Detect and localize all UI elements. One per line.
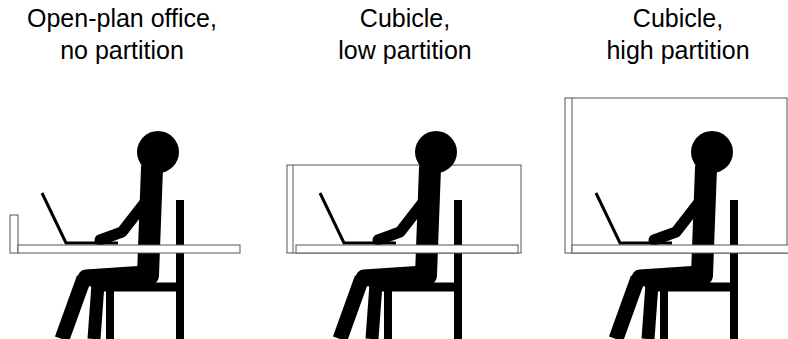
panel-heading: Cubicle, low partition	[270, 2, 540, 66]
partition-edge	[572, 98, 573, 253]
panel-heading: Open-plan office, no partition	[0, 2, 257, 66]
worker-at-desk	[18, 131, 240, 339]
worker-at-desk	[296, 131, 518, 339]
edge-partition	[10, 215, 18, 253]
low-partition	[287, 165, 521, 253]
worker-at-desk	[572, 131, 788, 339]
panel-heading: Cubicle, high partition	[543, 2, 788, 66]
partition-edge	[293, 165, 294, 253]
